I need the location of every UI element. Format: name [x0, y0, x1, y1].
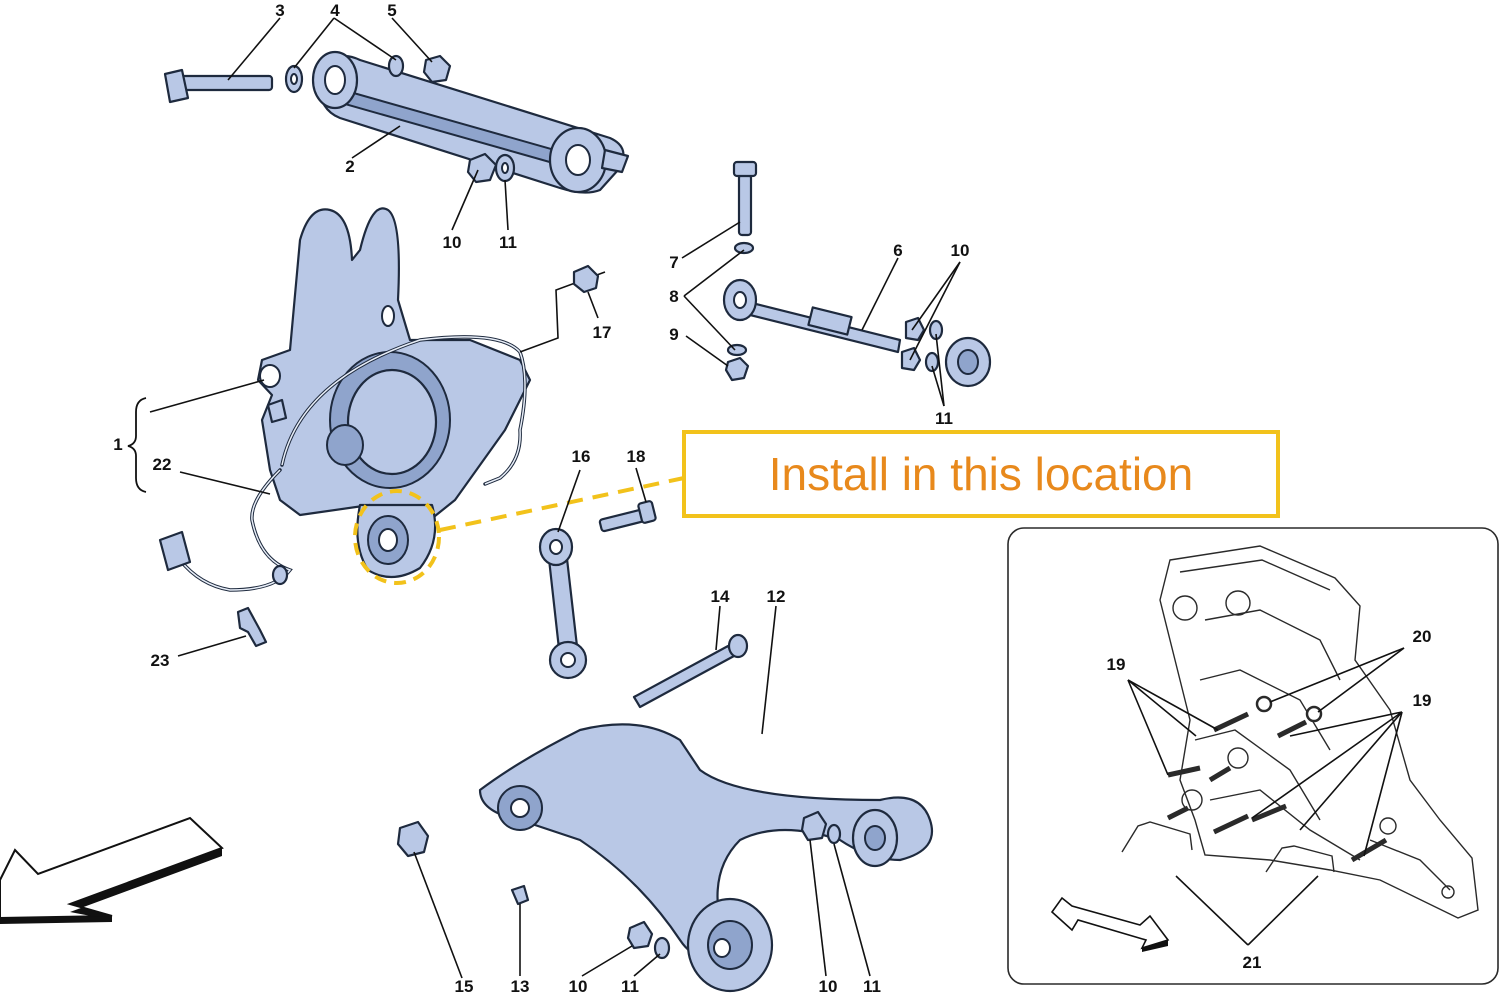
- label-9: 9: [669, 325, 678, 344]
- clip-23: [236, 606, 268, 648]
- label-19-right: 19: [1413, 691, 1432, 710]
- label-10-toe: 10: [951, 241, 970, 260]
- lower-control-arm: [478, 723, 934, 993]
- label-11-toe: 11: [935, 409, 953, 428]
- label-10-upper: 10: [443, 233, 462, 252]
- inset-direction-arrow-icon: [1050, 896, 1170, 952]
- nut-5: [422, 54, 452, 84]
- label-1: 1: [113, 435, 122, 454]
- bushing-17: [572, 264, 600, 294]
- label-4: 4: [330, 1, 340, 20]
- hub-carrier: [256, 207, 532, 579]
- stabilizer-link: [538, 527, 588, 680]
- callout-text: Install in this location: [769, 448, 1193, 500]
- label-5: 5: [387, 1, 396, 20]
- direction-arrow-icon: [0, 816, 224, 924]
- label-16: 16: [572, 447, 591, 466]
- bolt-3: [163, 68, 274, 104]
- label-10-lower-b: 10: [819, 977, 838, 996]
- label-19-left: 19: [1107, 655, 1126, 674]
- label-3: 3: [275, 1, 284, 20]
- label-20: 20: [1413, 627, 1432, 646]
- label-2: 2: [345, 157, 354, 176]
- label-11-lower-a: 11: [621, 977, 639, 996]
- label-15: 15: [455, 977, 474, 996]
- fitting-13: [510, 884, 530, 906]
- label-6: 6: [893, 241, 902, 260]
- label-12: 12: [767, 587, 786, 606]
- label-11-upper: 11: [499, 233, 517, 252]
- label-13: 13: [511, 977, 530, 996]
- label-22: 22: [153, 455, 172, 474]
- callout-box: [682, 430, 1280, 518]
- toe-link: [722, 278, 992, 388]
- washer-11-lower-a: [653, 936, 671, 960]
- bolt-18: [598, 500, 657, 533]
- washer-11-toe-b: [924, 351, 940, 373]
- location-highlight-circle: [353, 489, 441, 585]
- label-18: 18: [627, 447, 646, 466]
- callout-leader-line: [439, 476, 685, 532]
- washer-8a: [733, 241, 755, 255]
- label-8: 8: [669, 287, 678, 306]
- label-14: 14: [711, 587, 730, 606]
- nut-10-toe-a: [904, 316, 926, 342]
- label-17: 17: [593, 323, 612, 342]
- assembly-bracket-1: [127, 397, 147, 493]
- inset-panel: [1007, 527, 1499, 985]
- part-number-labels: 3 4 5 2 10 11 7 8 9 6 10 11 17 1 22 23 1…: [113, 1, 1431, 996]
- upper-control-arm: [311, 50, 630, 194]
- washer-4b: [387, 54, 405, 78]
- nut-10-lower-b: [800, 810, 828, 842]
- leader-lines: [149, 17, 961, 979]
- label-23: 23: [151, 651, 170, 670]
- nut-10-lower-a: [626, 920, 654, 950]
- bolt-7: [732, 160, 758, 237]
- label-10-lower-a: 10: [569, 977, 588, 996]
- nut-15: [396, 820, 430, 858]
- bolt-14: [632, 633, 749, 709]
- label-21: 21: [1243, 953, 1262, 972]
- washer-11-lower-b: [826, 823, 842, 845]
- nut-9: [724, 356, 750, 382]
- label-7: 7: [669, 253, 678, 272]
- label-11-lower-b: 11: [863, 977, 881, 996]
